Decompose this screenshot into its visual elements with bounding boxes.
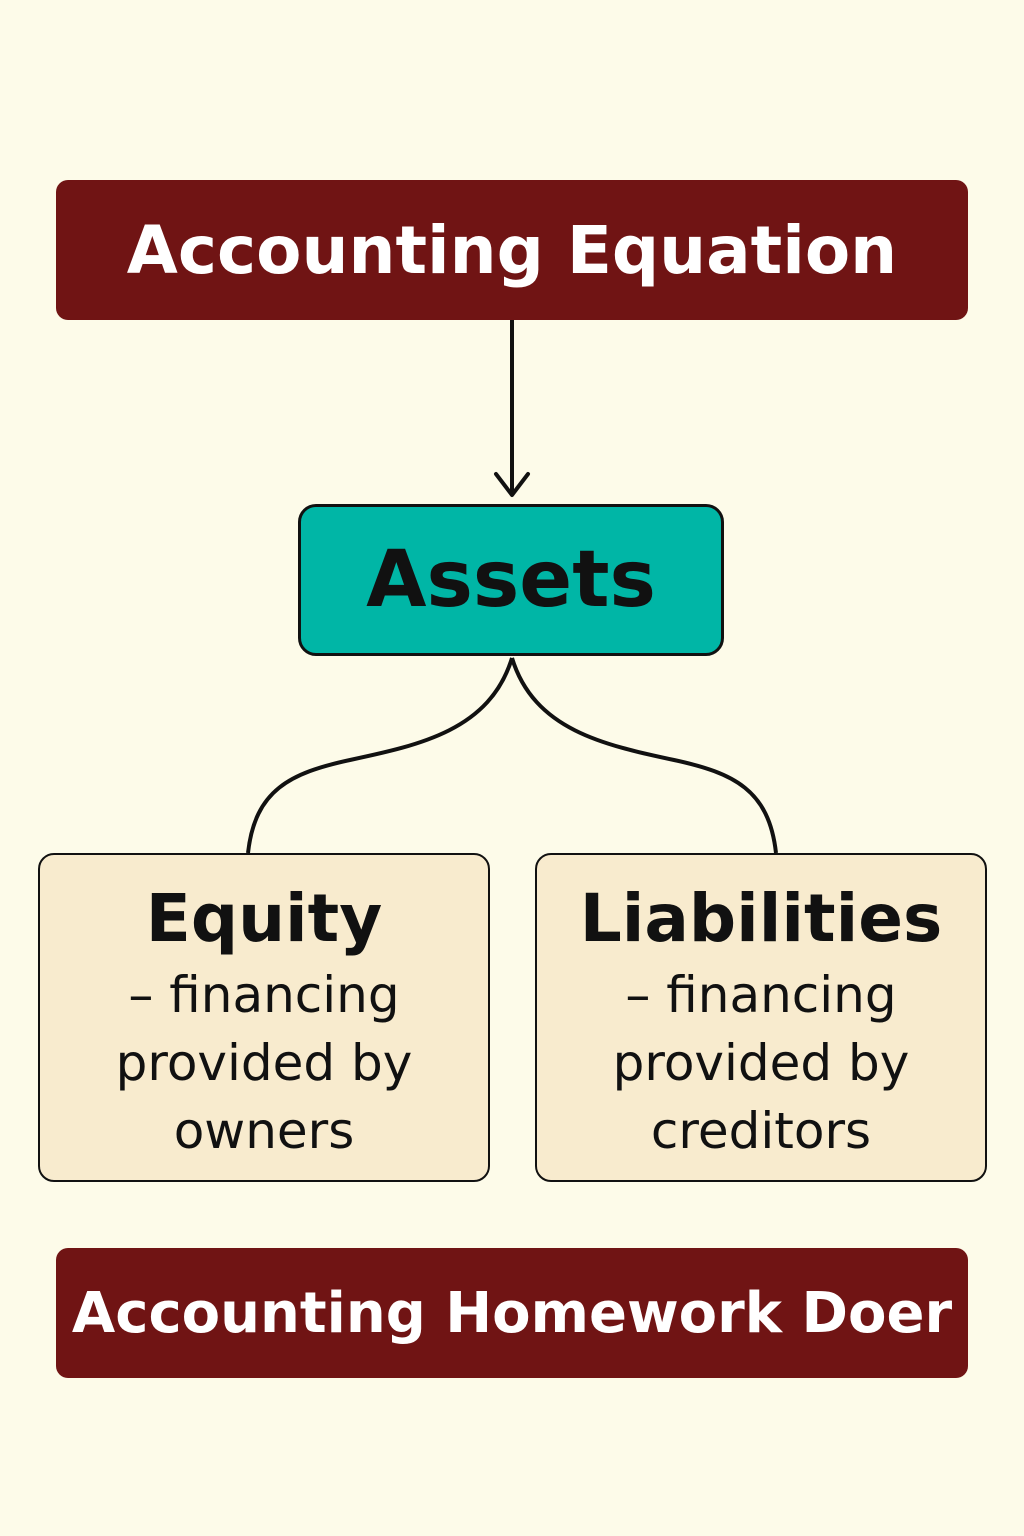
footer-banner: Accounting Homework Doer	[56, 1248, 968, 1378]
equity-description: – financing provided by owners	[115, 966, 413, 1160]
liabilities-description: – financing provided by creditors	[612, 966, 910, 1160]
equity-heading: Equity	[145, 880, 383, 957]
liabilities-heading: Liabilities	[579, 880, 943, 957]
title-banner: Accounting Equation	[56, 180, 968, 320]
connector-equity	[246, 657, 514, 854]
liabilities-node: Liabilities – financing provided by cred…	[535, 853, 987, 1182]
equity-node: Equity – financing provided by owners	[38, 853, 490, 1182]
connector-liabilities	[510, 657, 778, 854]
assets-node: Assets	[298, 504, 724, 656]
arrow-head-icon	[494, 472, 530, 497]
